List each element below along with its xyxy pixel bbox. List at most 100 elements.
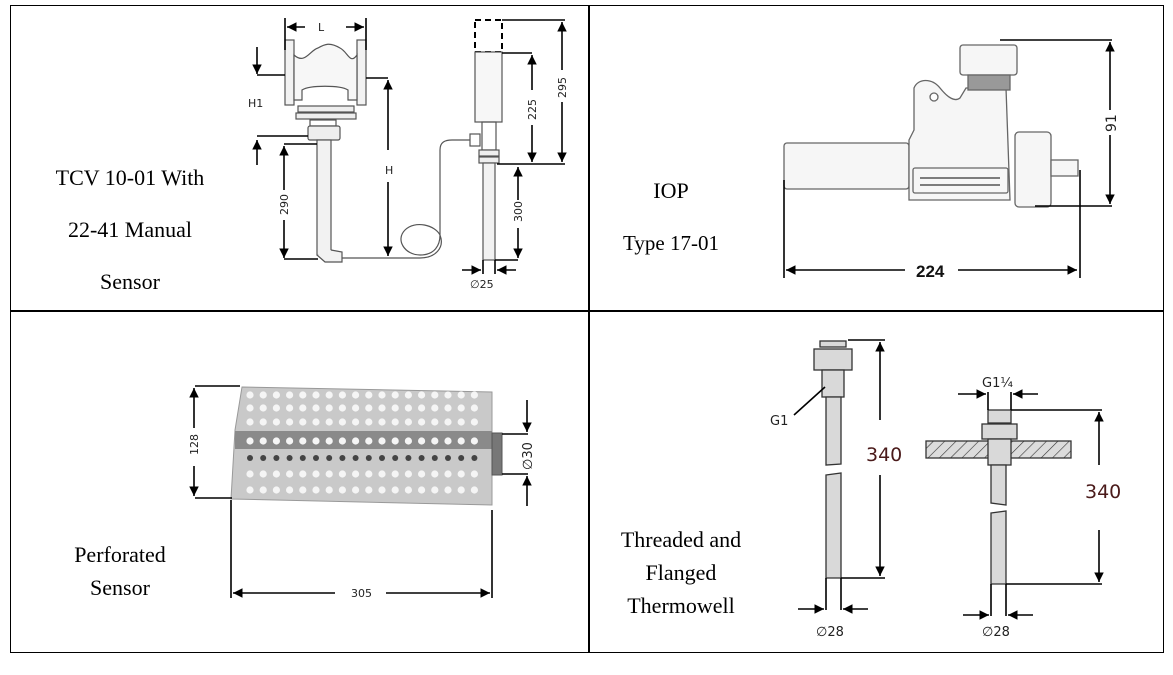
caption-line: Sensor xyxy=(90,575,150,600)
caption-line: Perforated xyxy=(74,542,166,567)
perforation-hole xyxy=(352,437,360,445)
perforation-hole xyxy=(378,437,386,445)
perforation-hole xyxy=(365,486,373,494)
perforation-hole xyxy=(326,455,333,461)
perforation-hole xyxy=(365,437,373,445)
perforation-hole xyxy=(378,391,386,399)
perforation-hole xyxy=(457,470,465,478)
perforation-hole xyxy=(391,391,399,399)
perforation-hole xyxy=(457,418,465,426)
caption-line: Sensor xyxy=(100,269,160,294)
perforation-hole xyxy=(338,437,346,445)
perforation-hole xyxy=(431,404,439,412)
perforation-hole xyxy=(299,404,307,412)
drawing-perforated-sensor: 128 ∅30 305 xyxy=(188,385,536,600)
perforation-hole xyxy=(259,418,267,426)
perforation-hole xyxy=(312,486,320,494)
perforation-hole xyxy=(404,437,412,445)
perforation-hole xyxy=(418,455,425,461)
dim-dia28-threaded: ∅28 xyxy=(816,625,844,640)
perforation-hole xyxy=(352,418,360,426)
perforation-hole xyxy=(338,391,346,399)
perforation-hole xyxy=(286,486,294,494)
perforation-hole xyxy=(325,470,333,478)
perforation-hole xyxy=(286,455,293,461)
perforation-hole xyxy=(391,470,399,478)
perforation-hole xyxy=(365,404,373,412)
perforation-hole xyxy=(470,418,478,426)
perforation-hole xyxy=(312,418,320,426)
perforation-hole xyxy=(431,418,439,426)
perforation-hole xyxy=(246,391,254,399)
dim-H: H xyxy=(385,164,393,177)
dim-G1-1-4: G1¼ xyxy=(982,376,1013,391)
perforation-hole xyxy=(470,470,478,478)
perforation-hole xyxy=(352,391,360,399)
perforation-hole xyxy=(259,470,267,478)
perforation-hole xyxy=(286,437,294,445)
perforation-hole xyxy=(444,391,452,399)
perforation-hole xyxy=(418,486,426,494)
perforation-hole xyxy=(299,470,307,478)
perforation-hole xyxy=(470,437,478,445)
perforation-hole xyxy=(325,437,333,445)
caption-line: Thermowell xyxy=(627,593,735,618)
perforation-hole xyxy=(273,455,280,461)
perforation-hole xyxy=(246,470,254,478)
perforation-hole xyxy=(365,470,373,478)
dim-L: L xyxy=(318,21,325,34)
perforation-hole xyxy=(259,404,267,412)
perforation-hole xyxy=(392,455,399,461)
perforation-hole xyxy=(457,486,465,494)
perforation-hole xyxy=(272,391,280,399)
caption-iop: IOP Type 17-01 xyxy=(590,176,752,258)
perforation-hole xyxy=(259,437,267,445)
perforation-hole xyxy=(352,455,359,461)
perforation-hole xyxy=(286,404,294,412)
drawing-tcv-valve: L H1 H 290 225 295 300 ∅25 xyxy=(248,18,569,291)
perforation-hole xyxy=(246,404,254,412)
dim-dia30: ∅30 xyxy=(521,442,536,470)
perforation-hole xyxy=(391,486,399,494)
perforation-hole xyxy=(391,418,399,426)
perforation-hole xyxy=(471,455,478,461)
perforation-hole xyxy=(365,455,372,461)
perforation-hole xyxy=(470,486,478,494)
perforation-hole xyxy=(404,391,412,399)
perforation-hole xyxy=(246,486,254,494)
perforation-hole xyxy=(299,486,307,494)
perforation-hole xyxy=(313,455,319,461)
perforation-hole xyxy=(445,455,451,461)
perforation-hole xyxy=(325,486,333,494)
perforation-hole xyxy=(246,437,254,445)
caption-line: IOP xyxy=(653,178,689,203)
perforation-hole xyxy=(338,418,346,426)
perforation-hole xyxy=(378,404,386,412)
caption-line: TCV 10-01 With xyxy=(55,165,205,190)
perforation-hole xyxy=(404,486,412,494)
perforation-hole xyxy=(444,418,452,426)
product-table xyxy=(10,5,1164,653)
perforation-hole xyxy=(378,486,386,494)
dim-91: 91 xyxy=(1104,114,1120,132)
perforation-hole xyxy=(260,455,267,461)
perforation-hole xyxy=(431,455,438,461)
perforation-hole xyxy=(404,418,412,426)
perforation-hole xyxy=(247,455,253,461)
dim-G1: G1 xyxy=(770,414,788,429)
perforation-hole xyxy=(404,470,412,478)
caption-line: Threaded and xyxy=(620,527,742,552)
perforation-hole xyxy=(404,404,412,412)
perforation-hole xyxy=(272,418,280,426)
dim-224: 224 xyxy=(916,262,945,281)
dim-dia25: ∅25 xyxy=(470,278,494,291)
perforation-hole xyxy=(286,391,294,399)
perforation-hole xyxy=(391,437,399,445)
perforation-hole xyxy=(286,418,294,426)
column-divider xyxy=(588,5,590,653)
perforation-hole xyxy=(444,437,452,445)
perforation-hole xyxy=(259,391,267,399)
caption-line: 22-41 Manual xyxy=(67,217,193,242)
dim-dia28-flanged: ∅28 xyxy=(982,625,1010,640)
perforation-hole xyxy=(299,391,307,399)
